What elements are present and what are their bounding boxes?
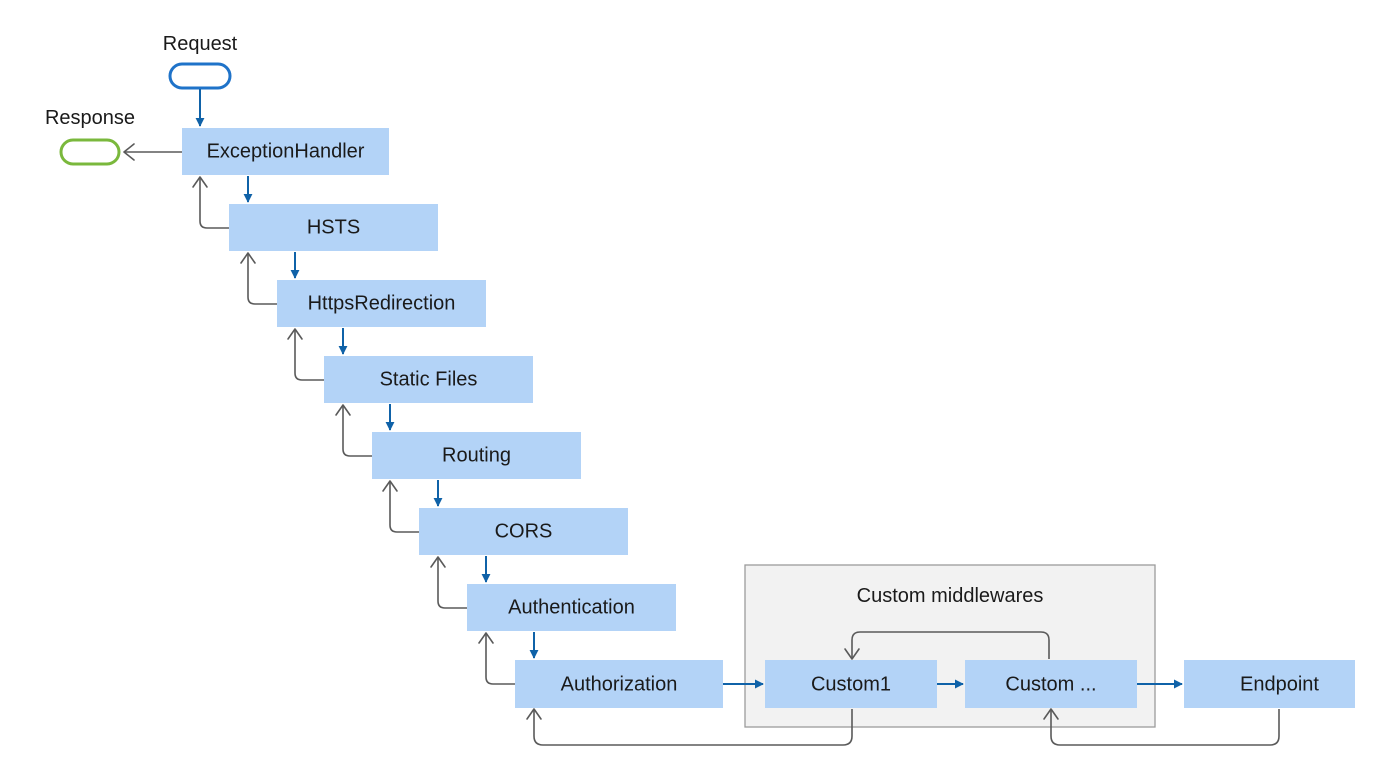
- response-return-path: [294, 329, 324, 381]
- pipeline-node-label: HSTS: [307, 216, 360, 238]
- custom-middlewares-title: Custom middlewares: [857, 585, 1044, 607]
- response-return-head: [844, 648, 860, 660]
- response-return-path: [199, 177, 229, 229]
- pipeline-node-hsts: HSTS: [229, 204, 438, 251]
- pipeline-node-label: HttpsRedirection: [308, 292, 456, 314]
- response-label: Response: [45, 107, 135, 129]
- pipeline-node-httpsredirection: HttpsRedirection: [277, 280, 486, 327]
- pipeline-node-label: CORS: [495, 520, 553, 542]
- response-return-head: [335, 404, 351, 416]
- pipeline-node-exceptionhandler: ExceptionHandler: [182, 128, 389, 175]
- endpoint-label: Endpoint: [1240, 673, 1319, 695]
- response-return-path: [1050, 709, 1280, 746]
- custom-node-label: Custom1: [811, 673, 891, 695]
- request-terminal: [168, 62, 232, 90]
- pipeline-node-cors: CORS: [419, 508, 628, 555]
- pipeline-node-label: ExceptionHandler: [207, 140, 365, 162]
- response-return-path: [342, 405, 372, 457]
- pipeline-node-label: Routing: [442, 444, 511, 466]
- pipeline-node-label: Static Files: [380, 368, 478, 390]
- response-return-head: [1043, 708, 1059, 720]
- response-return-path: [851, 631, 1050, 659]
- pipeline-node-label: Authorization: [561, 673, 678, 695]
- pipeline-node-authentication: Authentication: [467, 584, 676, 631]
- response-return-path: [247, 253, 277, 305]
- response-return-head: [478, 632, 494, 644]
- response-return-path: [485, 633, 515, 685]
- pipeline-node-routing: Routing: [372, 432, 581, 479]
- response-terminal: [59, 138, 121, 166]
- custom-node-custom-more: Custom ...: [965, 660, 1137, 708]
- custom-node-custom1: Custom1: [765, 660, 937, 708]
- response-arrow-head: [123, 143, 135, 161]
- pipeline-node-static-files: Static Files: [324, 356, 533, 403]
- response-return-head: [526, 708, 542, 720]
- endpoint-node: Endpoint: [1184, 660, 1355, 708]
- response-return-head: [430, 556, 446, 568]
- response-return-path: [437, 557, 467, 609]
- response-return-head: [382, 480, 398, 492]
- pipeline-node-authorization: Authorization: [515, 660, 723, 708]
- response-return-head: [240, 252, 256, 264]
- pipeline-node-label: Authentication: [508, 596, 635, 618]
- response-return-head: [192, 176, 208, 188]
- response-return-path: [389, 481, 419, 533]
- custom-node-label: Custom ...: [1005, 673, 1096, 695]
- response-return-path: [533, 709, 853, 746]
- response-return-head: [287, 328, 303, 340]
- request-label: Request: [163, 33, 238, 55]
